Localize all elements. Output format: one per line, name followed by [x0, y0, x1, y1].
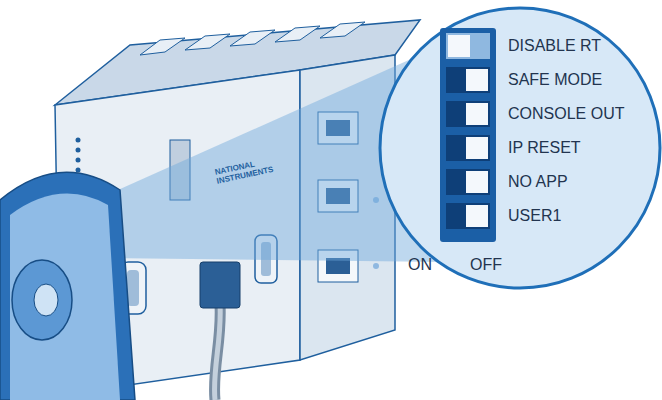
- status-led: [76, 138, 81, 143]
- bracket-inner: [10, 194, 120, 400]
- cooling-fin: [140, 38, 185, 55]
- magnifier-circle: [380, 8, 660, 288]
- connector-pins: [127, 270, 139, 306]
- position-label: OFF: [470, 256, 502, 274]
- cooling-fin: [230, 30, 275, 46]
- position-label: ON: [408, 256, 432, 274]
- cable: [214, 305, 220, 400]
- switch-toggle-off: [466, 103, 488, 125]
- switch-label: SAFE MODE: [508, 71, 602, 89]
- switch-toggle-on: [448, 35, 470, 57]
- cable-plug: [200, 262, 240, 308]
- status-led: [76, 148, 81, 153]
- switch-label: CONSOLE OUT: [508, 105, 624, 123]
- switch-toggle-off: [466, 137, 488, 159]
- knob-center: [34, 284, 58, 316]
- switch-label: IP RESET: [508, 139, 581, 157]
- cooling-fin: [275, 26, 320, 42]
- switch-toggle-off: [466, 205, 488, 227]
- status-led: [76, 158, 81, 163]
- switch-slot: [446, 33, 490, 59]
- status-led: [76, 168, 81, 173]
- switch-slot: [446, 169, 490, 195]
- mounting-knob: [12, 260, 72, 340]
- switch-toggle-off: [466, 171, 488, 193]
- switch-label: NO APP: [508, 173, 568, 191]
- cable-highlight: [214, 305, 220, 400]
- switch-slot: [446, 203, 490, 229]
- switch-slot: [446, 135, 490, 161]
- cooling-fin: [185, 34, 230, 50]
- switch-toggle-off: [466, 69, 488, 91]
- switch-label: DISABLE RT: [508, 37, 601, 55]
- switch-label: USER1: [508, 207, 561, 225]
- switch-slot: [446, 67, 490, 93]
- dip-switch-body: [440, 28, 496, 242]
- switch-slot: [446, 101, 490, 127]
- status-led: [373, 263, 379, 269]
- cooling-fin: [320, 22, 365, 38]
- mounting-bracket: [0, 172, 135, 400]
